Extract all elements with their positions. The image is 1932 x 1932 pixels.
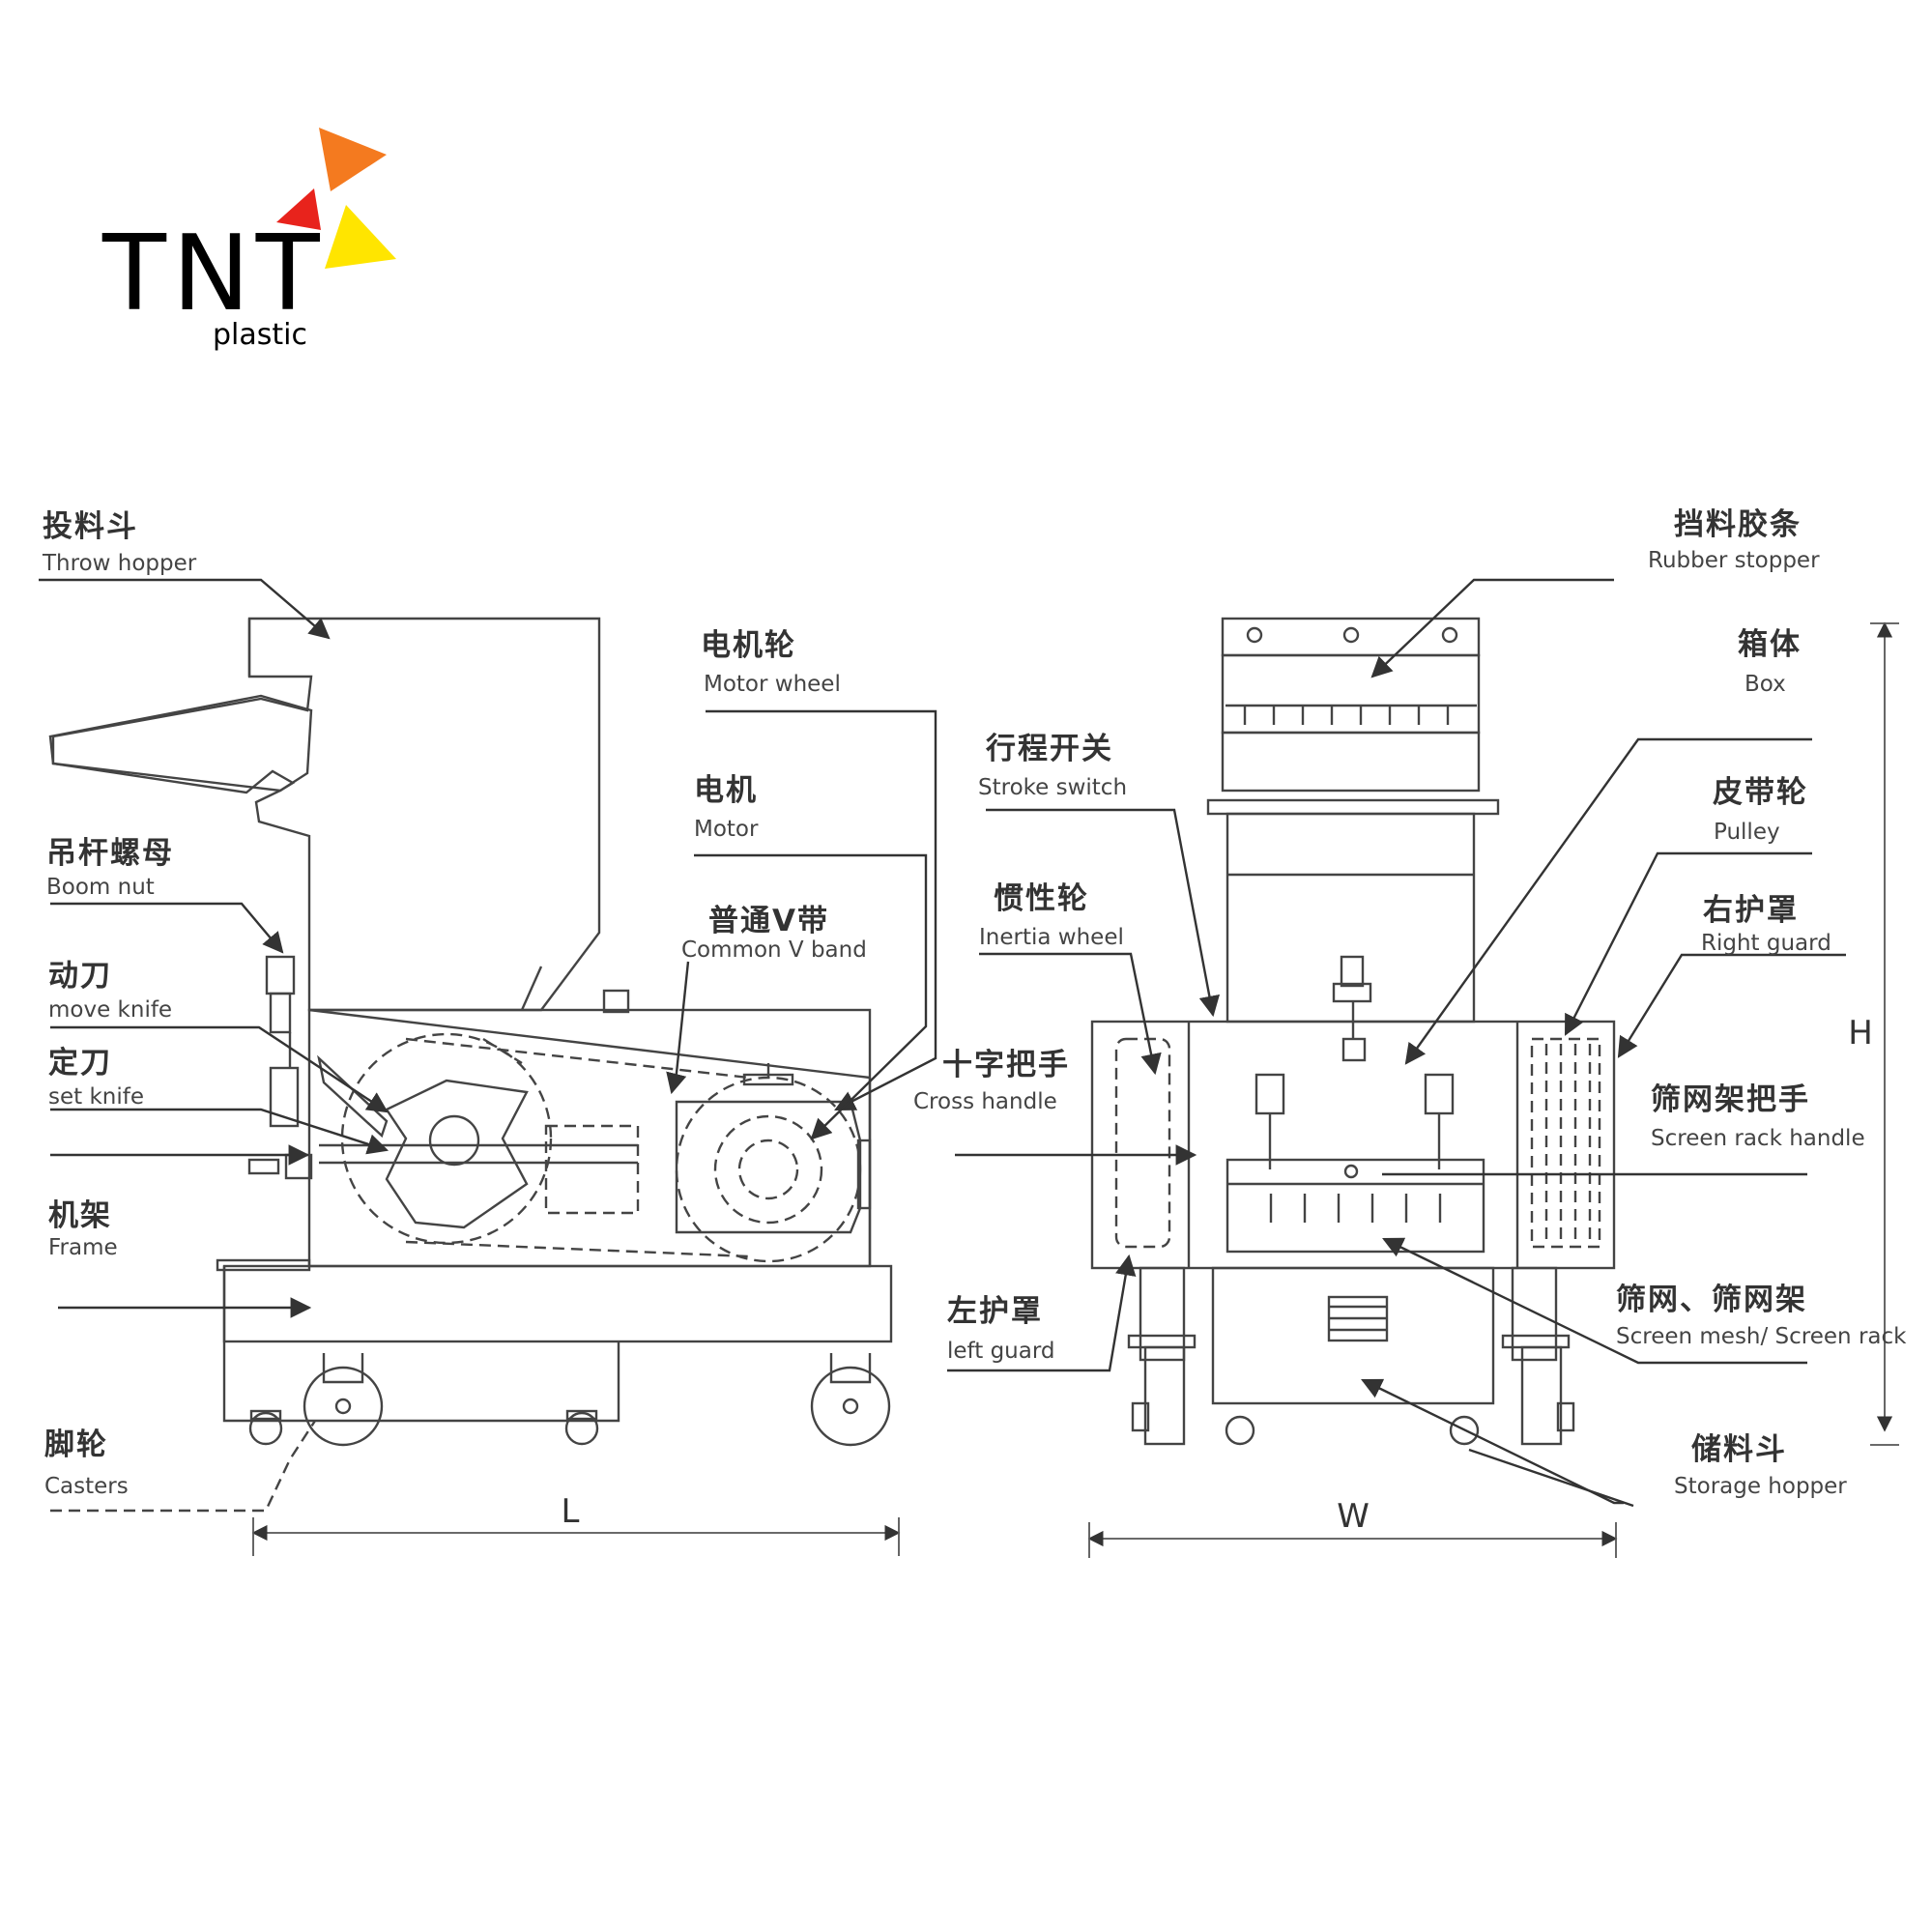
height-label: H — [1848, 1014, 1873, 1053]
label-throw-hopper-cn: 投料斗 — [43, 509, 138, 544]
label-inertia-wheel-en: Inertia wheel — [979, 925, 1124, 950]
label-cross-handle-en: Cross handle — [913, 1089, 1057, 1114]
label-casters-cn: 脚轮 — [44, 1427, 108, 1462]
logo-brand-text: TNT — [102, 214, 326, 334]
width-label: W — [1337, 1497, 1370, 1536]
length-label: L — [562, 1492, 580, 1531]
label-casters-en: Casters — [44, 1474, 129, 1499]
right-guard-grill — [1530, 1037, 1601, 1249]
label-pulley-cn: 皮带轮 — [1713, 775, 1808, 810]
label-v-band-en: Common V band — [681, 937, 867, 963]
label-stroke-switch-en: Stroke switch — [978, 775, 1127, 800]
tnt-plastic-logo: TNT plastic — [97, 116, 425, 367]
label-boom-nut-cn: 吊杆螺母 — [46, 836, 174, 871]
label-right-guard-en: Right guard — [1701, 931, 1831, 956]
label-pulley-en: Pulley — [1714, 820, 1780, 845]
label-inertia-wheel-cn: 惯性轮 — [994, 881, 1089, 916]
screen-rack-bars — [1269, 1194, 1442, 1223]
label-move-knife-cn: 动刀 — [48, 959, 112, 994]
stopper-pins — [1243, 706, 1450, 725]
label-screen-mesh-cn: 筛网、筛网架 — [1616, 1283, 1807, 1317]
label-boom-nut-en: Boom nut — [46, 875, 155, 900]
label-box-cn: 箱体 — [1738, 627, 1802, 662]
height-dimension — [1870, 621, 1899, 1446]
label-stroke-switch-cn: 行程开关 — [985, 732, 1113, 766]
label-throw-hopper-en: Throw hopper — [42, 551, 197, 576]
label-frame-en: Frame — [48, 1235, 118, 1260]
logo-triangles-icon — [276, 128, 396, 269]
label-frame-cn: 机架 — [48, 1198, 112, 1233]
label-rubber-stopper-cn: 挡料胶条 — [1674, 507, 1802, 542]
leader-lines — [39, 578, 1846, 1513]
label-cross-handle-cn: 十字把手 — [942, 1048, 1070, 1082]
label-right-guard-cn: 右护罩 — [1703, 893, 1799, 928]
label-screen-handle-cn: 筛网架把手 — [1651, 1082, 1810, 1117]
label-storage-hopper-en: Storage hopper — [1674, 1474, 1847, 1499]
label-motor-cn: 电机 — [694, 773, 758, 808]
label-box-en: Box — [1745, 672, 1786, 697]
logo-sub-text: plastic — [213, 318, 307, 352]
side-view — [48, 617, 893, 1447]
label-set-knife-en: set knife — [48, 1084, 144, 1110]
label-rubber-stopper-en: Rubber stopper — [1648, 548, 1820, 573]
label-left-guard-en: left guard — [947, 1339, 1055, 1364]
label-motor-wheel-en: Motor wheel — [704, 672, 841, 697]
label-set-knife-cn: 定刀 — [48, 1046, 112, 1081]
front-view — [1090, 617, 1616, 1446]
length-dimension — [251, 1517, 901, 1556]
label-screen-handle-en: Screen rack handle — [1651, 1126, 1865, 1151]
label-screen-mesh-en: Screen mesh/ Screen rack — [1616, 1324, 1907, 1349]
label-move-knife-en: move knife — [48, 997, 172, 1023]
label-motor-wheel-cn: 电机轮 — [701, 628, 796, 663]
label-left-guard-cn: 左护罩 — [947, 1294, 1043, 1329]
width-dimension — [1087, 1522, 1618, 1558]
label-storage-hopper-cn: 储料斗 — [1691, 1432, 1787, 1467]
label-motor-en: Motor — [694, 817, 759, 842]
label-v-band-cn: 普通V带 — [708, 904, 829, 938]
